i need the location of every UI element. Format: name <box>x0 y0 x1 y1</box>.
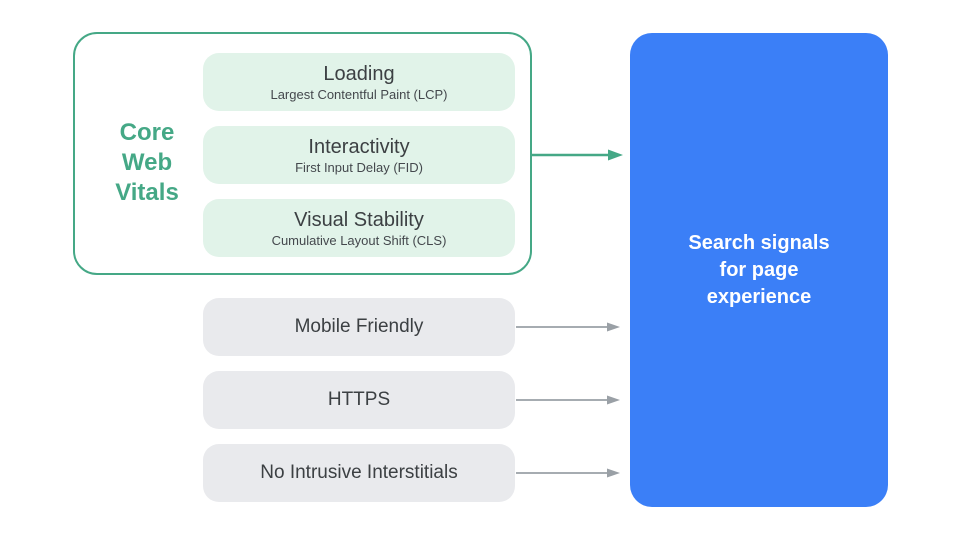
core-web-vitals-label-line: Core <box>119 119 175 146</box>
arrow-right-icon-interstitials-to-result <box>516 468 620 478</box>
arrow-right-icon-https-to-result <box>516 395 620 405</box>
search-signals-text-line: for page <box>719 258 799 281</box>
search-signals-text-line: Search signals <box>688 231 830 254</box>
search-signals-panel: Search signals for page experience <box>630 33 888 507</box>
core-web-vitals-group <box>73 32 532 275</box>
cwv-item-loading: Loading Largest Contentful Paint (LCP) <box>203 53 515 111</box>
signal-item-label: Mobile Friendly <box>294 316 424 337</box>
signal-item-no-intrusive-interstitials: No Intrusive Interstitials <box>203 444 515 502</box>
core-web-vitals-label-line: Vitals <box>115 179 179 206</box>
cwv-item-subtitle: Cumulative Layout Shift (CLS) <box>271 232 447 248</box>
cwv-item-title: Loading <box>323 62 395 85</box>
search-signals-text: Search signals for page experience <box>688 230 829 311</box>
cwv-item-interactivity: Interactivity First Input Delay (FID) <box>203 126 515 184</box>
search-signals-text-line: experience <box>706 285 812 308</box>
cwv-item-subtitle: First Input Delay (FID) <box>295 159 423 175</box>
signal-item-https: HTTPS <box>203 371 515 429</box>
signal-item-mobile-friendly: Mobile Friendly <box>203 298 515 356</box>
cwv-item-visual-stability: Visual Stability Cumulative Layout Shift… <box>203 199 515 257</box>
arrow-right-icon-mobile-friendly-to-result <box>516 322 620 332</box>
cwv-item-subtitle: Largest Contentful Paint (LCP) <box>270 86 448 102</box>
cwv-item-title: Interactivity <box>308 135 410 158</box>
cwv-item-title: Visual Stability <box>294 208 424 231</box>
core-web-vitals-label: Core Web Vitals <box>92 118 202 208</box>
arrow-right-icon-cwv-to-result <box>531 149 623 161</box>
signal-item-label: HTTPS <box>327 389 391 410</box>
core-web-vitals-label-line: Web <box>121 149 173 176</box>
signal-item-label: No Intrusive Interstitials <box>260 462 458 483</box>
